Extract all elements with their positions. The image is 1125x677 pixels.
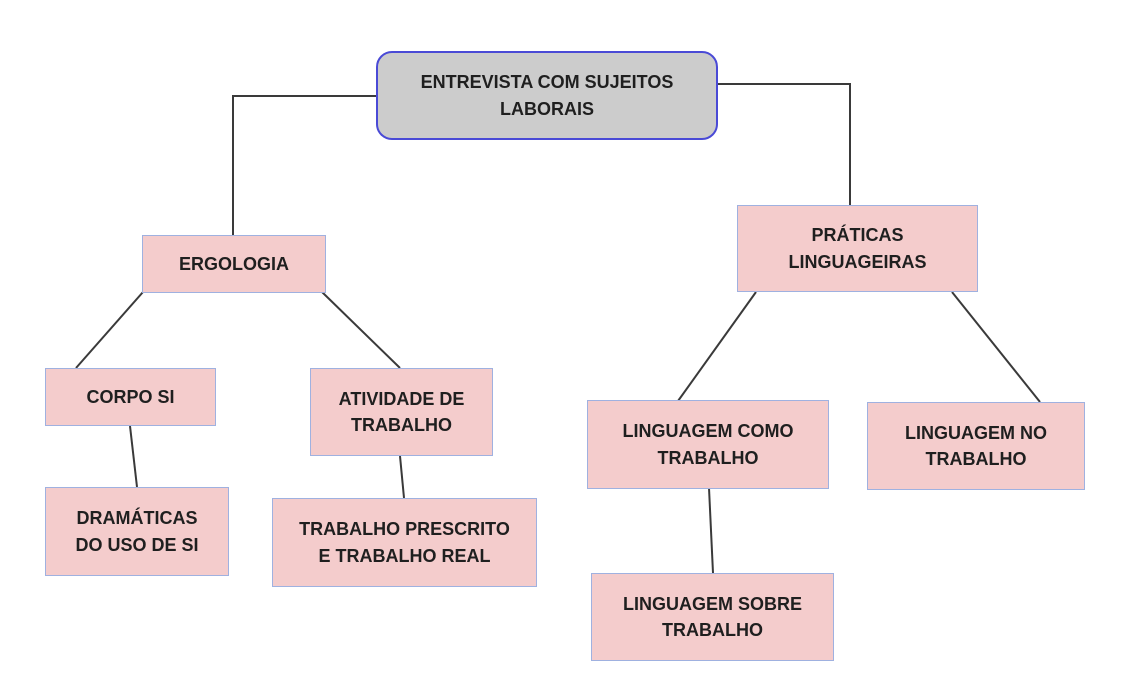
node-praticas-linguageiras: PRÁTICAS LINGUAGEIRAS bbox=[737, 205, 978, 292]
node-atividade-de-trabalho: ATIVIDADE DE TRABALHO bbox=[310, 368, 493, 456]
connector-ling-como-ling-sobre bbox=[708, 487, 714, 574]
node-linguagem-no-trabalho: LINGUAGEM NO TRABALHO bbox=[867, 402, 1085, 490]
node-linguagem-como-trabalho: LINGUAGEM COMO TRABALHO bbox=[587, 400, 829, 489]
node-prescrito-label: TRABALHO PRESCRITO E TRABALHO REAL bbox=[299, 519, 510, 566]
connector-root-ergologia bbox=[232, 95, 378, 235]
node-trabalho-prescrito: TRABALHO PRESCRITO E TRABALHO REAL bbox=[272, 498, 537, 587]
connector-atividade-prescrito bbox=[399, 455, 405, 499]
connector-corpo-si-dramaticas bbox=[129, 425, 138, 488]
connector-praticas-ling-no bbox=[951, 291, 1041, 403]
connector-root-praticas bbox=[716, 83, 851, 205]
connector-ergologia-corpo-si bbox=[75, 291, 144, 369]
connector-praticas-ling-como bbox=[677, 291, 757, 402]
node-dramaticas-label: DRAMÁTICAS DO USO DE SI bbox=[75, 508, 199, 555]
node-linguagem-sobre-trabalho: LINGUAGEM SOBRE TRABALHO bbox=[591, 573, 834, 661]
node-corpo-si: CORPO SI bbox=[45, 368, 216, 426]
node-ergologia-label: ERGOLOGIA bbox=[178, 253, 289, 274]
node-ergologia: ERGOLOGIA bbox=[142, 235, 326, 293]
node-dramaticas-do-uso-de-si: DRAMÁTICAS DO USO DE SI bbox=[45, 487, 229, 576]
node-corpo-si-label: CORPO SI bbox=[86, 386, 175, 407]
node-ling-no-label: LINGUAGEM NO TRABALHO bbox=[905, 422, 1047, 469]
root-node: ENTREVISTA COM SUJEITOS LABORAIS bbox=[376, 51, 718, 140]
node-ling-sobre-label: LINGUAGEM SOBRE TRABALHO bbox=[622, 593, 802, 640]
node-ling-como-label: LINGUAGEM COMO TRABALHO bbox=[622, 421, 794, 468]
connector-ergologia-atividade bbox=[321, 291, 401, 369]
root-node-label: ENTREVISTA COM SUJEITOS LABORAIS bbox=[420, 72, 674, 119]
node-atividade-label: ATIVIDADE DE TRABALHO bbox=[338, 388, 465, 435]
node-praticas-label: PRÁTICAS LINGUAGEIRAS bbox=[788, 225, 927, 272]
